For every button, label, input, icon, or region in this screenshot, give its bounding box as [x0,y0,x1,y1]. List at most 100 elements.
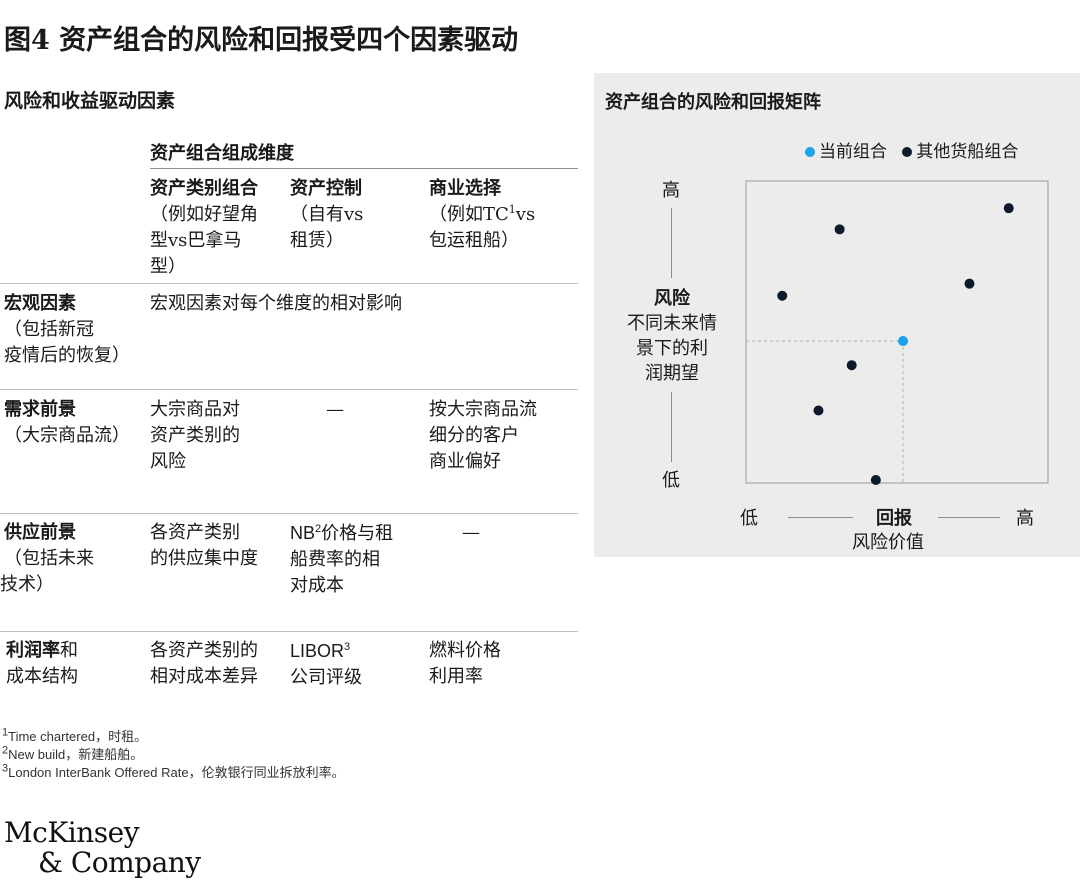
cell-line: — [326,399,344,420]
column-asset-control-sub-1: （自有vs [290,204,364,225]
row-margin-col3: 燃料价格 利用率 [429,638,501,690]
column-asset-mix-sub-3: 型） [150,256,186,277]
row-margin-header: 利润率和 成本结构 [6,638,146,690]
row-divider [0,283,578,284]
row-margin-col1: 各资产类别的 相对成本差异 [150,638,258,690]
column-asset-control-sub-2: 租赁） [290,230,344,251]
cell-line: NB2价格与租 [290,520,393,547]
dimension-header: 资产组合组成维度 [150,143,294,164]
y-axis-low-label: 低 [662,470,680,491]
footnote-ref-3: 3 [344,641,351,653]
cell-line: 各资产类别的 [150,640,258,661]
x-axis-guide-right [938,517,1000,518]
other-portfolio-point-2 [1003,203,1014,214]
mckinsey-logo: McKinsey & Company [4,818,201,878]
other-portfolio-point-3 [777,290,788,301]
footnote-ref-1: 1 [508,203,516,216]
column-asset-mix-sub-2: 型vs巴拿马 [150,230,242,251]
cell-line: 的供应集中度 [150,548,258,569]
cell-line: 公司评级 [290,667,362,688]
cell-line: 利用率 [429,666,483,687]
y-axis-label: 风险 [654,288,690,309]
scatter-plot [745,180,1049,485]
row-divider [0,513,578,514]
column-commercial-choice-sub-pre: （例如TC [429,204,509,225]
y-axis-high-label: 高 [662,180,680,201]
logo-line-1: McKinsey [4,816,140,849]
row-margin-col2: LIBOR3 公司评级 [290,638,362,691]
row-margin-sub-1: 成本结构 [6,666,78,687]
footnote-zh: 新建船舶。 [78,748,144,763]
column-asset-mix: 资产类别组合 （例如好望角 型vs巴拿马 型） [150,176,290,280]
footnote-en: New build， [8,747,79,762]
row-supply-sub-2: 技术） [0,574,54,595]
row-supply-col1: 各资产类别 的供应集中度 [150,520,258,572]
y-axis-guide-bottom [671,392,672,462]
x-axis-label: 回报 [876,508,912,529]
y-axis-sublabel-3: 润期望 [645,363,699,384]
row-supply-header: 供应前景 （包括未来 技术） [0,520,149,598]
other-portfolio-point-7 [870,474,881,485]
x-axis-guide-left [788,517,853,518]
cell-line: 船费率的相 [290,549,380,570]
column-asset-mix-sub-1: （例如好望角 [150,204,258,225]
chart-legend: 当前组合 其他货船组合 [805,137,1018,162]
cell-line: 细分的客户 [429,425,519,446]
y-axis-sublabel-2: 景下的利 [636,338,708,359]
table-heading: 风险和收益驱动因素 [4,90,176,112]
row-demand-col2: — [326,397,344,423]
y-axis-guide-top [671,208,672,278]
row-macro-span-text: 宏观因素对每个维度的相对影响 [150,293,402,314]
plot-area-frame [745,180,1049,484]
row-supply-col3: — [462,520,480,546]
row-demand-col3: 按大宗商品流 细分的客户 商业偏好 [429,397,537,475]
cell-line: 燃料价格 [429,640,501,661]
footnote-en: London InterBank Offered Rate， [8,765,202,780]
cell-line: 大宗商品对 [150,399,240,420]
row-demand-col1: 大宗商品对 资产类别的 风险 [150,397,240,475]
legend-current-marker [805,147,815,157]
column-commercial-choice-title: 商业选择 [429,178,501,199]
footnote-en: Time chartered， [8,729,109,744]
row-macro-sub-2: 疫情后的恢复） [4,345,130,366]
other-portfolio-point-4 [964,278,975,289]
y-axis-title: 风险 不同未来情 景下的利 润期望 [610,286,734,386]
column-commercial-choice: 商业选择 （例如TC1vs 包运租船） [429,176,579,254]
footnote-1: 1Time chartered，时租。 [2,726,147,745]
row-demand-header: 需求前景 （大宗商品流） [4,397,149,449]
column-commercial-choice-sub-1: （例如TC1vs [429,202,579,228]
cell-line: 相对成本差异 [150,666,258,687]
row-margin-title-tail: 和 [60,640,78,661]
footnote-zh: 伦敦银行同业拆放利率。 [201,766,345,781]
cell-line: 商业偏好 [429,451,501,472]
column-commercial-choice-sub-2: 包运租船） [429,230,519,251]
legend-other-marker [902,147,913,157]
legend-other-label: 其他货船组合 [916,142,1019,162]
cell-text: 价格与租 [321,523,394,544]
footnote-num: 2 [2,744,9,757]
footnote-num: 3 [2,762,9,775]
other-portfolio-point-5 [846,360,857,371]
current-portfolio-point [898,336,909,347]
other-portfolio-point-1 [834,224,845,235]
footnote-ref-2: 2 [315,523,322,535]
cell-text: LIBOR [290,641,345,661]
cell-line: — [462,522,480,543]
chart-title: 资产组合的风险和回报矩阵 [605,92,821,113]
column-commercial-choice-sub-post: vs [515,204,536,225]
row-macro-title: 宏观因素 [4,293,76,314]
cell-text: NB [290,523,316,543]
other-portfolio-point-6 [813,405,824,416]
cell-line: 风险 [150,451,186,472]
x-axis-low-label: 低 [740,508,758,529]
row-supply-col2: NB2价格与租 船费率的相 对成本 [290,520,393,599]
row-divider [0,631,578,632]
x-axis-sublabel: 风险价值 [852,532,924,553]
row-demand-title: 需求前景 [4,399,76,420]
logo-line-2: & Company [38,846,201,879]
cell-line: 按大宗商品流 [429,399,537,420]
column-asset-mix-title: 资产类别组合 [150,178,258,199]
y-axis-sublabel-1: 不同未来情 [627,313,717,334]
footnote-3: 3London InterBank Offered Rate，伦敦银行同业拆放利… [2,762,345,781]
cell-line: 各资产类别 [150,522,240,543]
